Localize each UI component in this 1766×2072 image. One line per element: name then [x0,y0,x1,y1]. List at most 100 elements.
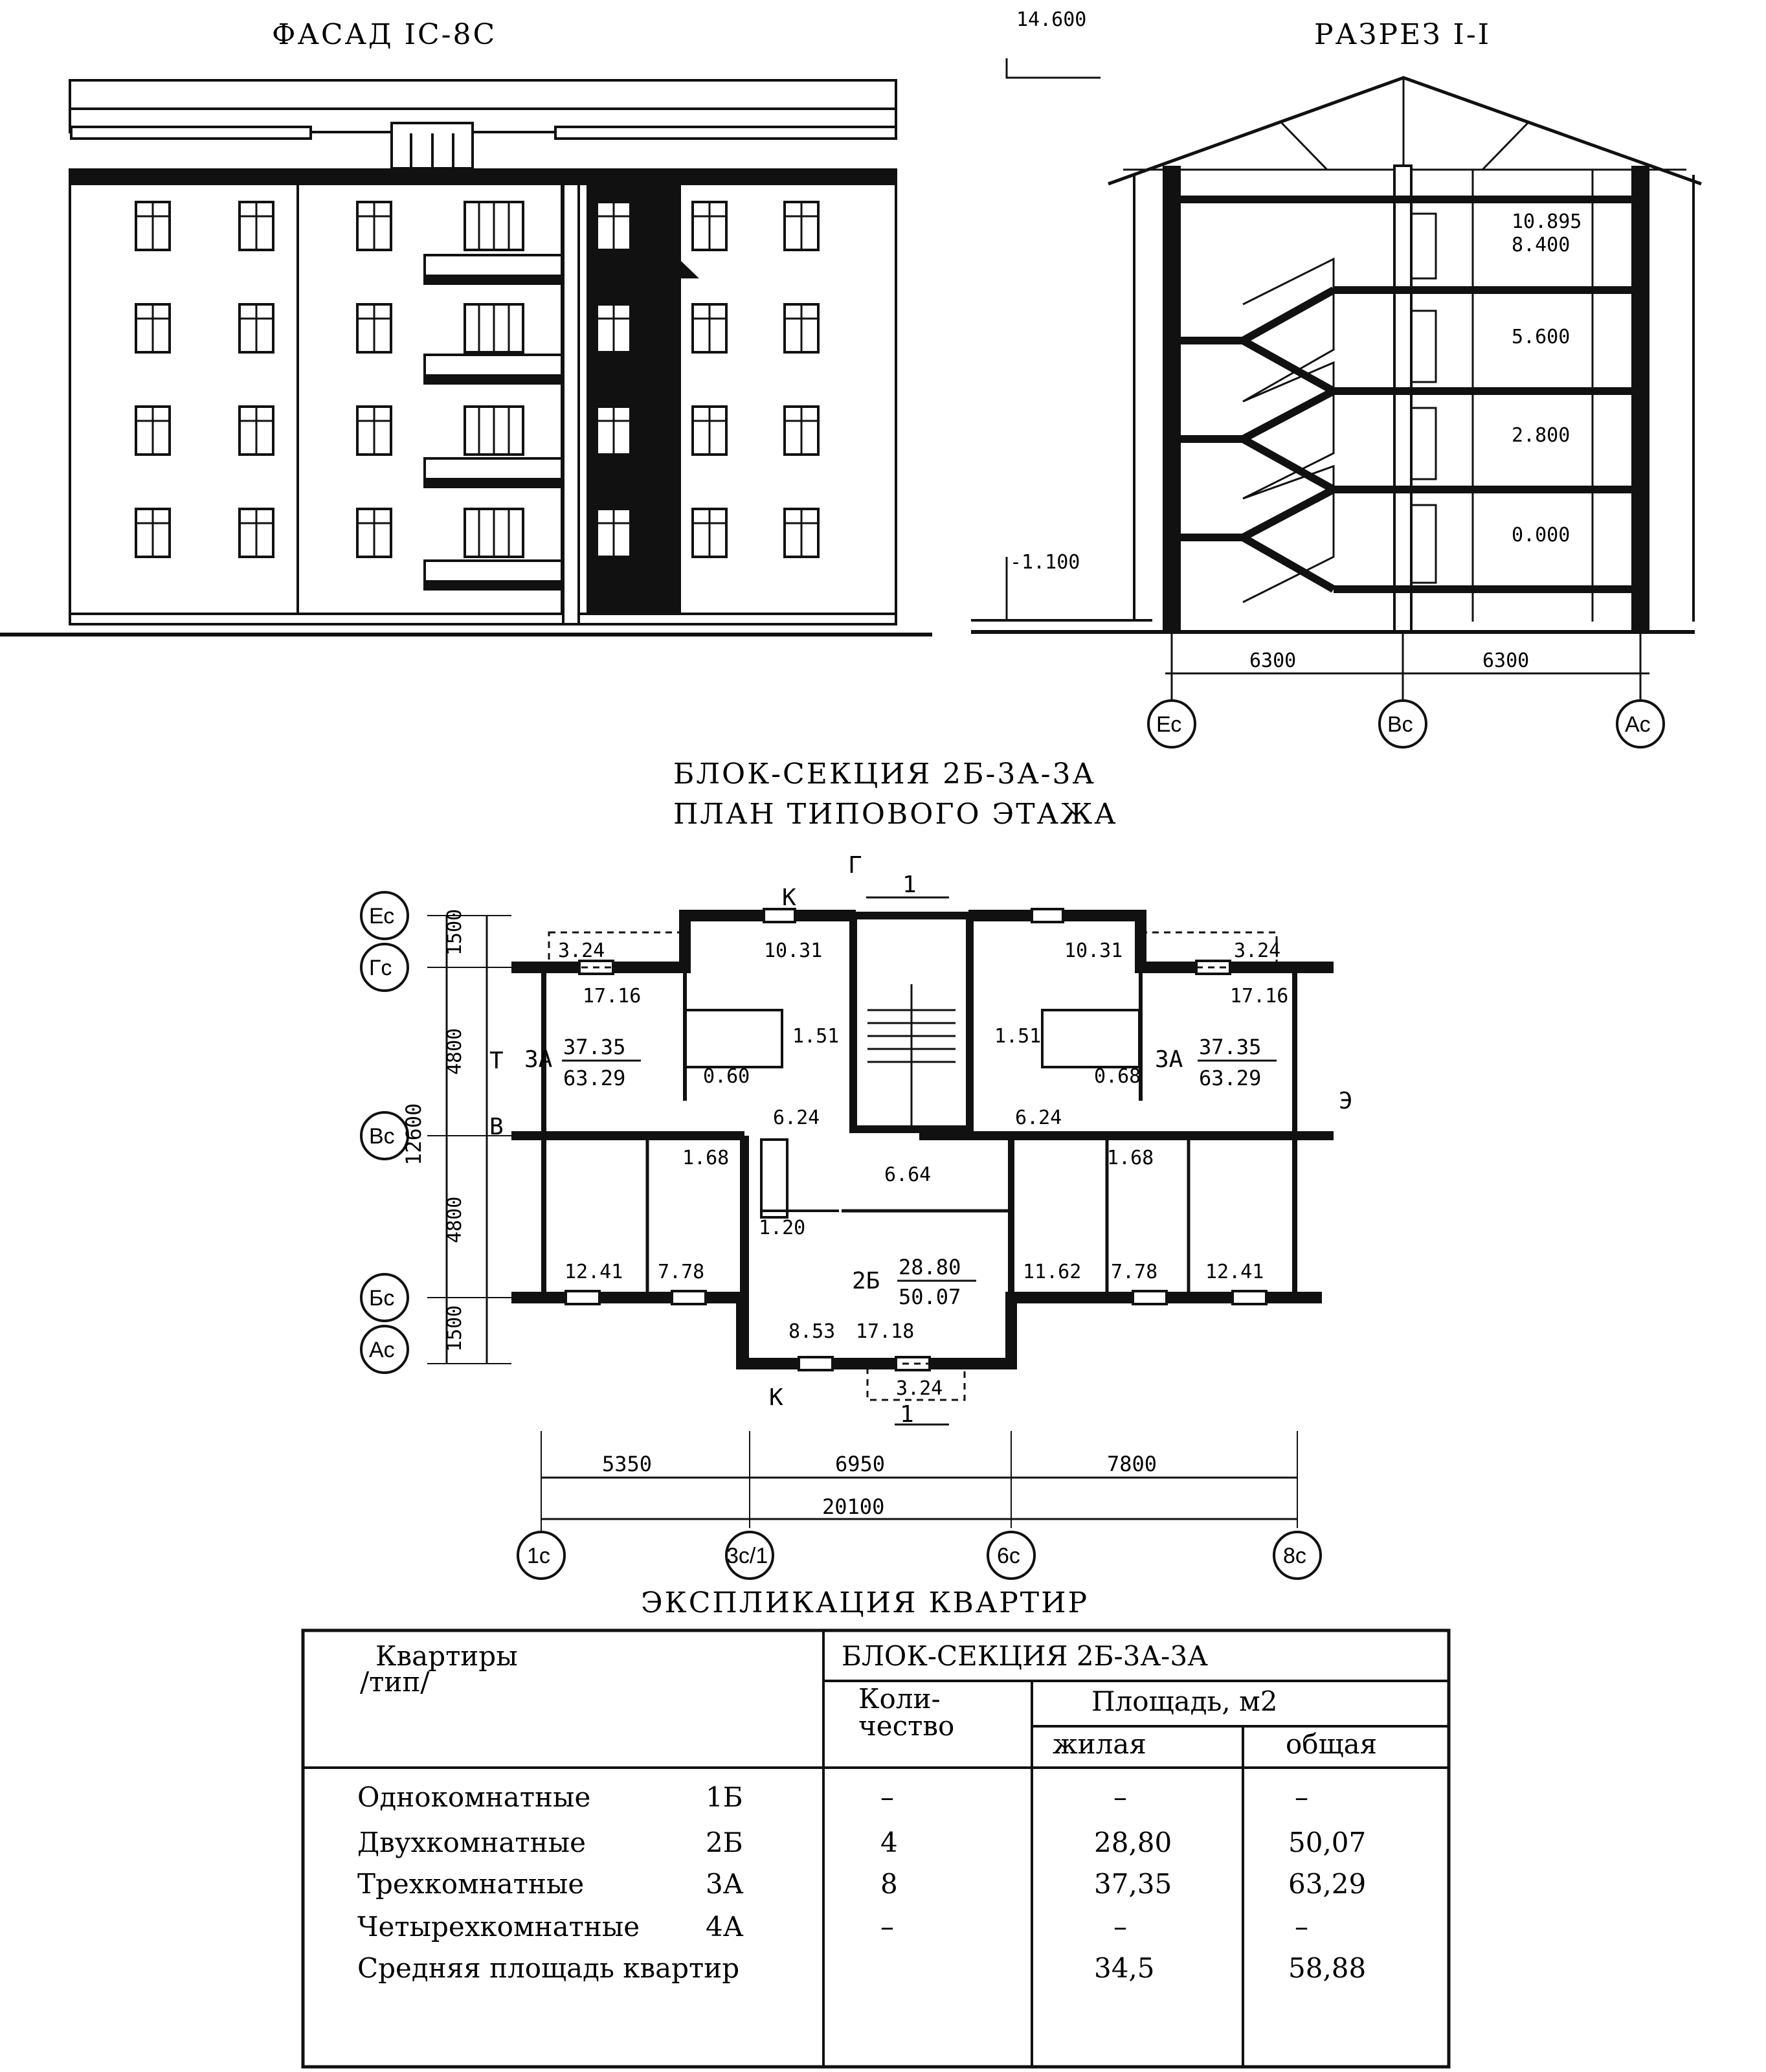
area-room-2b-2: 11.62 [1023,1261,1081,1283]
area-shaft-left: 0.60 [703,1065,750,1088]
section-wall-V [1393,164,1413,633]
section-axis-V: Вс [1387,712,1413,737]
section-axis-A: Ас [1625,712,1651,737]
section-span-1: 6300 [1249,649,1296,672]
plan-title-line2: ПЛАН ТИПОВОГО ЭТАЖА [673,798,1118,831]
table-head-apartments: Квартиры [375,1640,518,1672]
area-wc-left: 1.51 [792,1025,839,1048]
svg-text:4А: 4А [706,1911,744,1942]
section-title: РАЗРЕЗ I-I [1314,18,1491,51]
svg-text:Четырехкомнатные: Четырехкомнатные [357,1911,640,1942]
area-hall-left: 6.24 [773,1107,820,1129]
apt-label-2b: 2Б 28.80 50.07 [852,1255,976,1309]
level-ground: -1.100 [1010,551,1080,574]
plan-axis-3: 3с/1 [726,1544,768,1568]
svg-text:3А: 3А [1155,1046,1183,1073]
area-room-right: 17.16 [1230,985,1288,1008]
left-dim-total: 12600 [401,1103,426,1166]
svg-text:34,5: 34,5 [1094,1952,1155,1984]
svg-text:Однокомнатные: Однокомнатные [357,1781,590,1813]
stair-flight [1241,337,1336,395]
section-axis-bubbles [1147,699,1665,749]
stair-core [849,912,974,1133]
svg-text:63,29: 63,29 [1288,1868,1366,1900]
table-head-count2: чество [858,1710,954,1742]
plan-axis-bubbles [360,891,1322,1580]
apt-2b-total: 50.07 [899,1285,961,1309]
svg-text:8: 8 [880,1868,898,1900]
area-balcony-2b: 3.24 [896,1377,943,1400]
area-room-left: 17.16 [583,985,641,1008]
plan-axis-E: Ес [369,904,394,929]
area-closet-right: 1.68 [1107,1147,1154,1169]
svg-text:58,88: 58,88 [1288,1952,1366,1984]
area-wc-right: 1.51 [994,1025,1041,1048]
explication-title: ЭКСПЛИКАЦИЯ КВАРТИР [641,1586,1089,1619]
left-dim-4800b: 4800 [443,1197,466,1243]
apt-label-3a-right: 3А 37.35 63.29 [1155,1035,1277,1090]
table-head-living: жилая [1053,1728,1146,1760]
bottom-dim-2: 6950 [835,1452,885,1476]
left-dim-4800a: 4800 [443,1028,466,1075]
plan-axis-A: Ас [369,1338,395,1362]
facade-plinth [69,613,897,625]
mark-1-top: 1 [902,872,917,898]
section-drawing [971,58,1702,699]
plan-title-line1: БЛОК-СЕКЦИЯ 2Б-3А-3А [673,758,1096,791]
plan-axis-8: 8с [1283,1544,1306,1568]
facade-balconies [423,254,699,591]
section-wall-A [1631,166,1649,632]
svg-text:2Б: 2Б [706,1827,743,1858]
svg-text:–: – [1113,1911,1127,1942]
explication-table [301,1628,1451,2069]
area-room-bl2: 7.78 [658,1261,704,1283]
table-row: Трехкомнатные 3А 8 37,35 63,29 [357,1868,1366,1900]
area-balcony-right: 3.24 [1234,940,1280,962]
table-row: Средняя площадь квартир 34,5 58,88 [357,1952,1366,1984]
area-kitchen-right: 10.31 [1064,940,1123,962]
level-top: 10.895 [1512,210,1582,233]
mark-V: В [489,1114,504,1140]
svg-text:–: – [1295,1781,1308,1813]
svg-text:3А: 3А [524,1046,553,1073]
svg-text:37,35: 37,35 [1094,1868,1172,1900]
area-kitchen-left: 10.31 [764,940,822,962]
level-2: 2.800 [1512,424,1570,447]
section-wall-E [1163,166,1181,632]
table-head-total: общая [1286,1728,1377,1760]
area-closet-left: 1.68 [682,1147,729,1169]
mark-K-top: К [782,884,796,911]
apt-3a-right-total: 63.29 [1199,1066,1261,1090]
svg-text:–: – [1295,1911,1308,1942]
mark-G-top: Г [848,852,862,879]
svg-text:4: 4 [880,1827,898,1858]
apt-3a-left-total: 63.29 [563,1066,625,1090]
plan-axis-V: Вс [369,1124,395,1149]
mark-T: Т [489,1048,504,1074]
svg-text:28,80: 28,80 [1094,1827,1172,1858]
svg-text:50,07: 50,07 [1288,1827,1366,1858]
level-4: 8.400 [1512,234,1570,256]
area-room-bl: 12.41 [564,1261,623,1283]
plan-axis-1: 1с [527,1544,550,1568]
svg-text:1Б: 1Б [706,1781,743,1813]
apt-2b-living: 28.80 [899,1255,961,1279]
table-head-block: БЛОК-СЕКЦИЯ 2Б-3А-3А [842,1640,1208,1672]
area-room-br2: 7.78 [1111,1261,1157,1283]
mark-E: Э [1339,1088,1353,1114]
svg-text:–: – [880,1781,894,1813]
table-head-type: /тип/ [360,1666,430,1698]
bottom-dim-1: 5350 [602,1452,652,1476]
area-hall-right: 6.24 [1015,1107,1062,1129]
level-roof: 14.600 [1016,8,1086,31]
level-1: 0.000 [1512,524,1570,546]
mark-1-bottom: 1 [900,1401,914,1428]
svg-text:2Б: 2Б [852,1268,880,1294]
room-areas: 3.24 17.16 10.31 1.51 0.60 6.24 1.68 12.… [558,940,1288,1400]
floor-plan [427,896,1334,1532]
plan-axis-B: Бс [369,1286,394,1311]
left-dim-1500a: 1500 [443,909,466,956]
table-head-count1: Коли- [858,1683,941,1715]
section-axis-E: Ес [1156,712,1181,737]
